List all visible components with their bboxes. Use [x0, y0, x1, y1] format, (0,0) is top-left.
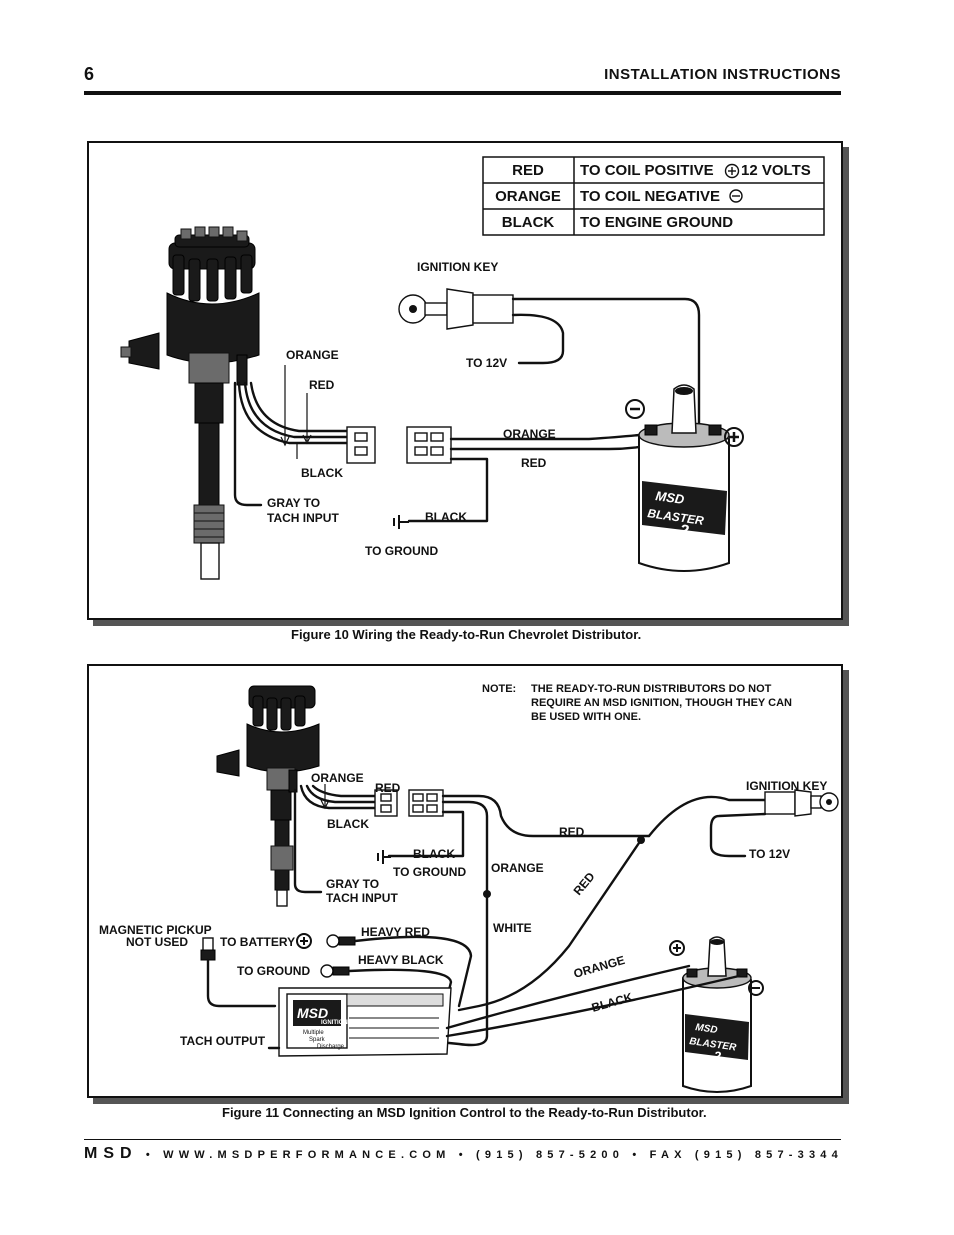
coil-number: 2 — [712, 1048, 723, 1064]
label-to-12v: TO 12V — [466, 356, 507, 370]
ground-ring-terminal-icon — [320, 964, 350, 978]
footer-fax: FAX (915) 857-3344 — [649, 1149, 843, 1161]
label-black-ground: BLACK — [425, 510, 467, 524]
wiring-table: RED ORANGE BLACK TO COIL POSITIVE 12 VOL… — [482, 156, 825, 236]
coil-number: 2 — [677, 522, 689, 540]
label-gray-line2: TACH INPUT — [326, 891, 398, 905]
ground-symbol-icon — [393, 515, 409, 529]
ignition-key-icon — [398, 288, 514, 330]
label-orange-coil: ORANGE — [503, 427, 556, 441]
ignition-key-icon — [764, 789, 839, 817]
figure-10-caption: Figure 10 Wiring the Ready-to-Run Chevro… — [291, 627, 642, 642]
label-to-ground: TO GROUND — [365, 544, 438, 558]
table-connection-ground: TO ENGINE GROUND — [580, 214, 733, 231]
label-to-ground-dist: TO GROUND — [393, 865, 466, 879]
label-black-dist: BLACK — [327, 817, 369, 831]
connector-plug-icon — [346, 426, 452, 464]
figure-10-panel: RED ORANGE BLACK TO COIL POSITIVE 12 VOL… — [87, 141, 843, 620]
coil-brand: MSD — [655, 488, 686, 507]
figure-11-panel: NOTE: THE READY-TO-RUN DISTRIBUTORS DO N… — [87, 664, 843, 1098]
footer-rule — [84, 1139, 841, 1140]
distributor-icon — [120, 226, 260, 580]
battery-positive-icon — [296, 933, 312, 949]
footer-brand: MSD — [84, 1145, 138, 1162]
label-black-coil: BLACK — [590, 990, 635, 1015]
label-ignition-key: IGNITION KEY — [417, 260, 498, 274]
page-number: 6 — [84, 64, 95, 84]
ground-symbol-icon — [377, 850, 391, 864]
note-prefix: NOTE: — [482, 683, 516, 695]
footer-separator: • — [145, 1149, 164, 1161]
label-orange-dist: ORANGE — [286, 348, 339, 362]
figure-11-caption: Figure 11 Connecting an MSD Ignition Con… — [222, 1105, 707, 1120]
note-line-1: THE READY-TO-RUN DISTRIBUTORS DO NOT — [531, 683, 772, 695]
label-heavy-red: HEAVY RED — [361, 925, 430, 939]
figure-11-diagram: NOTE: THE READY-TO-RUN DISTRIBUTORS DO N… — [99, 683, 839, 1093]
label-orange-mid: ORANGE — [491, 861, 544, 875]
coil-negative-terminal-icon — [625, 399, 645, 419]
label-heavy-black: HEAVY BLACK — [358, 953, 444, 967]
coil-positive-terminal-icon — [724, 427, 744, 447]
label-to-battery: TO BATTERY — [220, 935, 295, 949]
magnetic-pickup-connector-icon — [200, 937, 216, 961]
table-voltage: 12 VOLTS — [741, 162, 811, 179]
note-line-2: REQUIRE AN MSD IGNITION, THOUGH THEY CAN — [531, 697, 792, 709]
label-magnetic-line2: NOT USED — [126, 935, 188, 949]
ignition-coil-icon: MSD BLASTER 2 — [638, 384, 730, 572]
minus-symbol-icon — [729, 189, 743, 203]
footer-separator: • — [458, 1149, 477, 1161]
label-tach-output: TACH OUTPUT — [180, 1034, 266, 1048]
label-red-dist: RED — [309, 378, 335, 392]
plus-symbol-icon — [724, 163, 740, 179]
label-ignition-key: IGNITION KEY — [746, 779, 827, 793]
table-wire-orange: ORANGE — [495, 188, 561, 205]
label-gray-line1: GRAY TO — [267, 496, 320, 510]
label-white: WHITE — [493, 921, 532, 935]
coil-negative-terminal-icon — [748, 980, 764, 996]
table-wire-black: BLACK — [502, 214, 555, 231]
label-orange-dist: ORANGE — [311, 771, 364, 785]
label-gray-line1: GRAY TO — [326, 877, 379, 891]
note-line-3: BE USED WITH ONE. — [531, 711, 641, 723]
label-black-ground: BLACK — [413, 847, 455, 861]
distributor-icon — [216, 685, 320, 907]
msd-ignition-box-icon: MSD IGNITION Multiple Spark Discharge — [278, 987, 452, 1057]
box-line-2: Spark — [309, 1037, 326, 1043]
box-brand: MSD — [297, 1005, 328, 1021]
footer-separator: • — [632, 1149, 650, 1161]
box-sub: IGNITION — [321, 1020, 348, 1026]
section-title: INSTALLATION INSTRUCTIONS — [604, 66, 841, 83]
header-rule — [84, 91, 841, 95]
connector-plug-icon — [374, 789, 444, 817]
table-connection-negative: TO COIL NEGATIVE — [580, 188, 720, 205]
coil-positive-terminal-icon — [669, 940, 685, 956]
label-black-dist: BLACK — [301, 466, 343, 480]
footer-website: WWW.MSDPERFORMANCE.COM — [163, 1149, 451, 1161]
label-orange-coil: ORANGE — [572, 953, 626, 981]
battery-ring-terminal-icon — [326, 934, 356, 948]
label-magnetic-line1: MAGNETIC PICKUP — [99, 923, 212, 937]
box-line-3: Discharge — [317, 1044, 345, 1050]
figure-10-diagram: RED ORANGE BLACK TO COIL POSITIVE 12 VOL… — [120, 156, 825, 580]
footer: MSD • WWW.MSDPERFORMANCE.COM • (915) 857… — [84, 1145, 844, 1163]
footer-phone: (915) 857-5200 — [476, 1149, 625, 1161]
coil-brand: MSD — [695, 1022, 719, 1036]
ignition-coil-icon: MSD BLASTER 2 — [682, 936, 752, 1093]
label-to-ground-box: TO GROUND — [237, 964, 310, 978]
label-gray-line2: TACH INPUT — [267, 511, 339, 525]
table-wire-red: RED — [512, 162, 544, 179]
label-to-12v: TO 12V — [749, 847, 790, 861]
label-red-top: RED — [559, 825, 585, 839]
label-red-dist: RED — [375, 781, 401, 795]
box-line-1: Multiple — [303, 1030, 324, 1036]
table-connection-positive: TO COIL POSITIVE — [580, 162, 714, 179]
label-red-coil: RED — [521, 456, 547, 470]
label-red-diag: RED — [571, 869, 598, 898]
